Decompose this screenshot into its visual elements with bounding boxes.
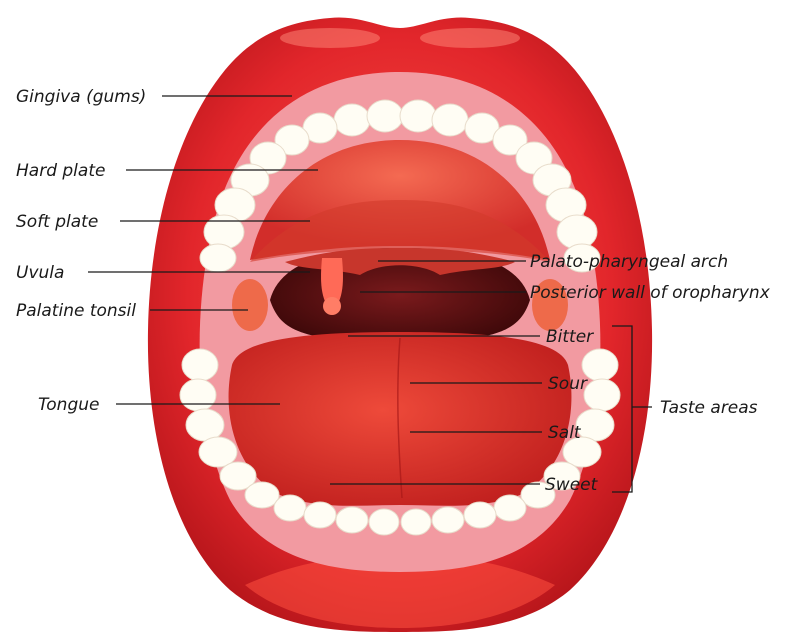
oropharynx [270, 248, 530, 342]
label-soft-plate: Soft plate [16, 212, 98, 232]
label-sour: Sour [548, 374, 588, 394]
palatine-tonsils [232, 279, 568, 331]
label-posterior-wall: Posterior wall of oropharynx [530, 283, 771, 303]
label-bitter: Bitter [546, 327, 594, 347]
label-hard-plate: Hard plate [16, 161, 105, 181]
label-tongue: Tongue [38, 395, 99, 415]
leader-lines-left [88, 95, 318, 405]
label-palatine-tonsil: Palatine tonsil [16, 301, 136, 321]
label-gingiva: Gingiva (gums) [16, 87, 146, 107]
tongue [228, 332, 572, 506]
label-taste-areas: Taste areas [660, 398, 758, 418]
taste-areas-bracket [612, 325, 652, 493]
labels-right: Palato-pharyngeal arch Posterior wall of… [530, 252, 771, 495]
label-sweet: Sweet [545, 475, 599, 495]
uvula [321, 258, 343, 315]
labels-left: Gingiva (gums) Hard plate Soft plate Uvu… [16, 87, 146, 415]
label-salt: Salt [548, 423, 582, 443]
leader-lines-right [330, 260, 542, 485]
lower-teeth [179, 348, 621, 536]
upper-teeth [199, 99, 601, 273]
palate [250, 140, 550, 262]
label-palato-pharyngeal-arch: Palato-pharyngeal arch [530, 252, 728, 272]
label-uvula: Uvula [16, 263, 64, 283]
